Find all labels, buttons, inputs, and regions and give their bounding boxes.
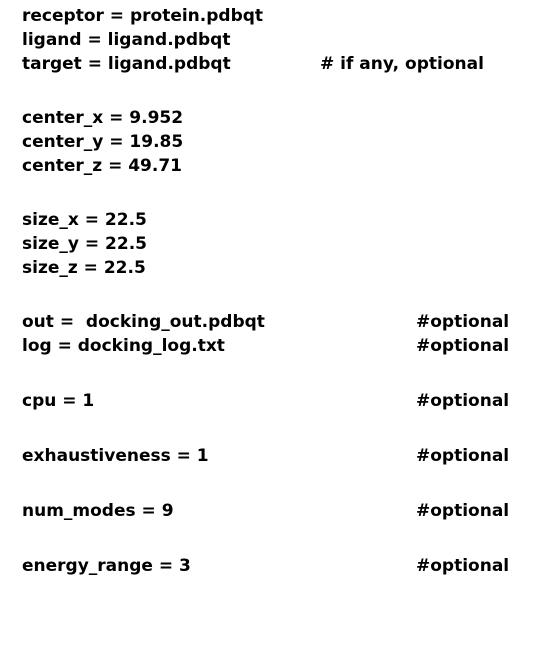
num-modes-comment: #optional (416, 501, 510, 521)
blank-line (22, 178, 547, 208)
config-line-ligand: ligand = ligand.pdbqt (22, 28, 547, 52)
config-line-size-x: size_x = 22.5 (22, 208, 547, 232)
cpu-setting: cpu = 1 (22, 391, 95, 411)
log-comment: #optional (416, 336, 510, 356)
out-setting: out = docking_out.pdbqt (22, 312, 265, 332)
blank-line (22, 468, 547, 499)
config-line-log: log = docking_log.txt #optional (22, 334, 547, 358)
config-line-exhaustiveness: exhaustiveness = 1 #optional (22, 444, 547, 468)
ligand-setting: ligand = ligand.pdbqt (22, 30, 231, 50)
center-y-setting: center_y = 19.85 (22, 132, 184, 152)
energy-range-comment: #optional (416, 556, 510, 576)
config-line-num-modes: num_modes = 9 #optional (22, 499, 547, 523)
receptor-setting: receptor = protein.pdbqt (22, 6, 264, 26)
blank-line (22, 76, 547, 106)
config-line-target: target = ligand.pdbqt # if any, optional (22, 52, 547, 76)
num-modes-setting: num_modes = 9 (22, 501, 174, 521)
size-y-setting: size_y = 22.5 (22, 234, 147, 254)
docking-config-text: receptor = protein.pdbqt ligand = ligand… (22, 4, 547, 578)
config-line-center-z: center_z = 49.71 (22, 154, 547, 178)
blank-line (22, 523, 547, 554)
center-x-setting: center_x = 9.952 (22, 108, 184, 128)
cpu-comment: #optional (416, 391, 510, 411)
config-line-out: out = docking_out.pdbqt #optional (22, 310, 547, 334)
blank-line (22, 280, 547, 310)
size-z-setting: size_z = 22.5 (22, 258, 146, 278)
config-line-energy-range: energy_range = 3 #optional (22, 554, 547, 578)
config-line-center-y: center_y = 19.85 (22, 130, 547, 154)
out-comment: #optional (416, 312, 510, 332)
target-comment: # if any, optional (320, 54, 484, 74)
blank-line (22, 358, 547, 389)
center-z-setting: center_z = 49.71 (22, 156, 182, 176)
log-setting: log = docking_log.txt (22, 336, 225, 356)
config-line-receptor: receptor = protein.pdbqt (22, 4, 547, 28)
config-line-center-x: center_x = 9.952 (22, 106, 547, 130)
size-x-setting: size_x = 22.5 (22, 210, 147, 230)
energy-range-setting: energy_range = 3 (22, 556, 191, 576)
config-line-size-z: size_z = 22.5 (22, 256, 547, 280)
target-setting: target = ligand.pdbqt (22, 54, 231, 74)
exhaustiveness-comment: #optional (416, 446, 510, 466)
exhaustiveness-setting: exhaustiveness = 1 (22, 446, 209, 466)
config-line-cpu: cpu = 1 #optional (22, 389, 547, 413)
blank-line (22, 413, 547, 444)
config-line-size-y: size_y = 22.5 (22, 232, 547, 256)
